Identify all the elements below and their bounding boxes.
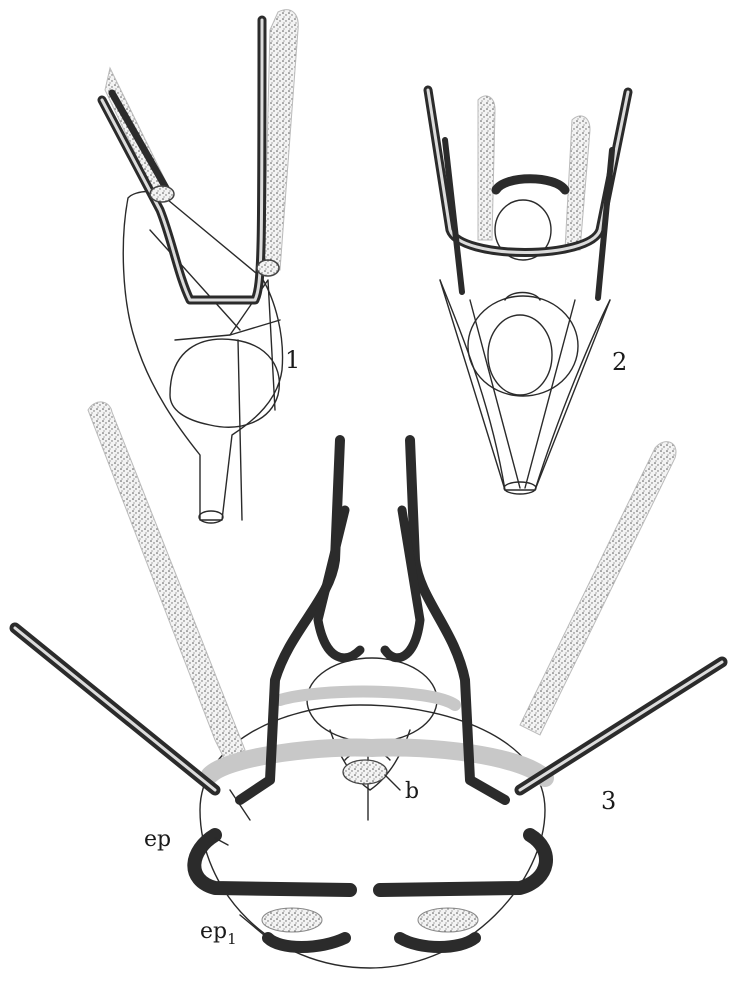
- fig1-rod-knob: [150, 186, 174, 202]
- fig2-dark-rod: [428, 90, 628, 253]
- fig3-epaulette-lower-right: [400, 938, 475, 947]
- figure-2-label: 2: [612, 350, 627, 374]
- fig3-epaulette-upper-right: [380, 835, 546, 890]
- part-label-ep1-subscript: 1: [227, 930, 237, 948]
- part-label-b: b: [405, 781, 419, 803]
- fig1-light-arm-right: [264, 10, 298, 270]
- fig3-light-arm-right: [520, 442, 676, 735]
- figure-1-label: 1: [285, 348, 300, 372]
- fig3-epaulette-lower-left: [268, 938, 345, 947]
- part-label-ep1-base: ep: [200, 919, 227, 944]
- figure-2-larva: [428, 90, 628, 494]
- figure-1-larva: [102, 10, 298, 523]
- fig3-structure-b: [343, 760, 387, 784]
- fig3-epaulette-upper-left: [194, 835, 350, 890]
- fig2-top-arch: [496, 179, 565, 190]
- fig1-rod-knob-right: [257, 260, 279, 276]
- figure-3-larva: [15, 402, 722, 968]
- part-label-ep1: ep1: [200, 921, 237, 943]
- part-label-ep: ep: [144, 829, 171, 851]
- figure-3-label: 3: [601, 789, 616, 813]
